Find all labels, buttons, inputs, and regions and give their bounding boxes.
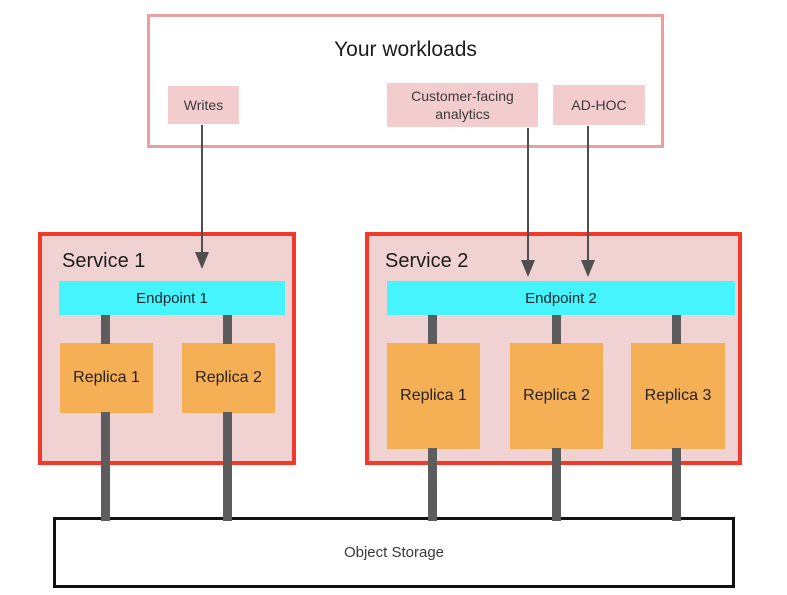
connector-endpoint2-replica1: [428, 315, 437, 344]
connector-s2-replica2-storage: [552, 448, 561, 521]
workload-chip-ad-hoc: AD-HOC: [553, 85, 645, 125]
service-1-replica-1: Replica 1: [60, 343, 153, 413]
connector-endpoint1-replica2: [223, 315, 232, 344]
service-2-replica-3: Replica 3: [631, 343, 725, 449]
service-1-replica-2: Replica 2: [182, 343, 275, 413]
service-2-endpoint: Endpoint 2: [387, 281, 735, 315]
service-1-title: Service 1: [62, 250, 146, 272]
workload-chip-customer-facing-analytics: Customer-facing analytics: [387, 83, 538, 127]
connector-endpoint2-replica3: [672, 315, 681, 344]
service-2-title: Service 2: [385, 250, 469, 272]
service-2-replica-1: Replica 1: [387, 343, 480, 449]
your-workloads-title: Your workloads: [334, 38, 477, 61]
connector-endpoint1-replica1: [101, 315, 110, 344]
service-2-replica-2: Replica 2: [510, 343, 603, 449]
workload-chip-writes: Writes: [168, 86, 239, 124]
connector-s2-replica1-storage: [428, 448, 437, 521]
connector-s1-replica2-storage: [223, 412, 232, 521]
service-2-group: Service 2 Endpoint 2 Replica 1 Replica 2…: [365, 232, 742, 465]
your-workloads-group: Your workloads: [147, 14, 664, 148]
object-storage-label: Object Storage: [343, 544, 445, 561]
service-1-group: Service 1 Endpoint 1 Replica 1 Replica 2: [38, 232, 296, 465]
connector-s2-replica3-storage: [672, 448, 681, 521]
connector-endpoint2-replica2: [552, 315, 561, 344]
connector-s1-replica1-storage: [101, 412, 110, 521]
object-storage-box: Object Storage: [53, 517, 735, 588]
service-1-endpoint: Endpoint 1: [59, 281, 285, 315]
